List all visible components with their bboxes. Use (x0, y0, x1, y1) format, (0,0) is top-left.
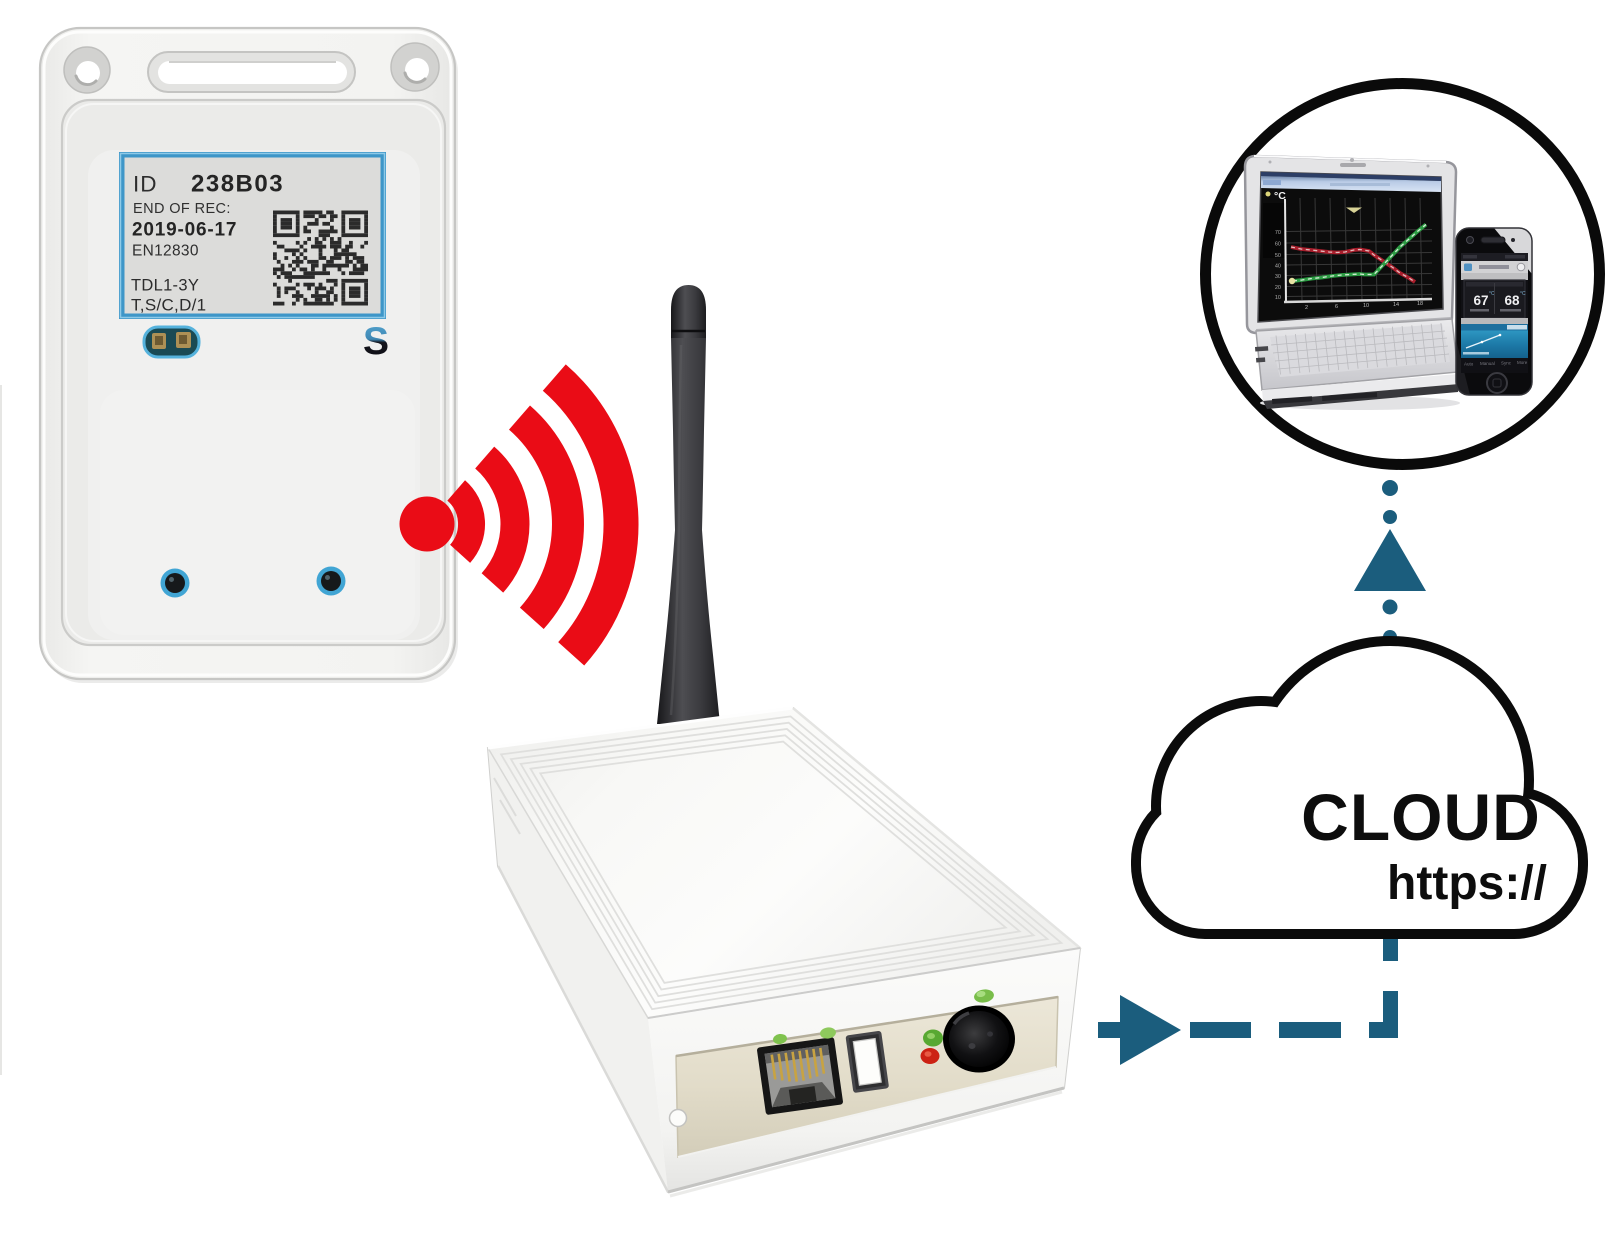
svg-text:END OF REC:: END OF REC: (133, 201, 231, 217)
svg-text:50: 50 (1275, 253, 1281, 259)
svg-text:2019-06-17: 2019-06-17 (132, 220, 237, 241)
svg-text:238B03: 238B03 (191, 171, 284, 198)
svg-text:More: More (1517, 360, 1528, 365)
svg-text:67: 67 (1473, 293, 1488, 308)
svg-text:60: 60 (1275, 242, 1281, 248)
svg-text:70: 70 (1275, 230, 1281, 236)
svg-text:40: 40 (1275, 264, 1281, 270)
svg-text:14: 14 (1393, 302, 1399, 308)
svg-text:TDL1-3Y: TDL1-3Y (131, 277, 199, 295)
svg-text:30: 30 (1275, 274, 1281, 280)
svg-text:T,S/C,D/1: T,S/C,D/1 (131, 296, 206, 315)
svg-text:6: 6 (1335, 304, 1338, 310)
svg-text:18: 18 (1417, 301, 1423, 307)
svg-text:CLOUD: CLOUD (1301, 780, 1541, 854)
svg-text:Manual: Manual (1480, 361, 1495, 366)
svg-text:20: 20 (1275, 285, 1281, 291)
svg-text:S: S (363, 320, 389, 363)
svg-text:https://: https:// (1387, 857, 1547, 910)
svg-text:°C: °C (1520, 291, 1526, 297)
svg-text:Sync: Sync (1501, 361, 1512, 366)
svg-text:°C: °C (1489, 291, 1495, 297)
svg-text:10: 10 (1363, 303, 1369, 309)
svg-text:ID: ID (133, 172, 158, 197)
svg-text:68: 68 (1504, 293, 1520, 308)
svg-text:EN12830: EN12830 (132, 243, 199, 260)
svg-text:10: 10 (1275, 295, 1281, 301)
svg-text:2: 2 (1305, 305, 1308, 311)
svg-text:°C: °C (1274, 190, 1286, 202)
svg-text:Auto: Auto (1464, 362, 1474, 367)
